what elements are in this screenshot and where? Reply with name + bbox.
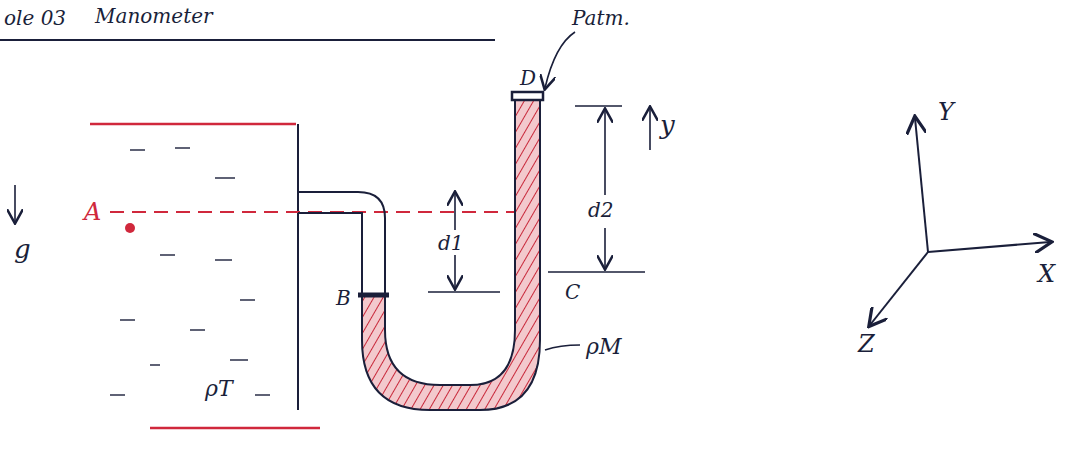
tank: [90, 124, 320, 428]
point-label: A: [84, 200, 101, 224]
heading-text: ole 03: [4, 8, 66, 28]
dimension-label: d1: [438, 233, 464, 253]
dimension-label: d2: [588, 200, 614, 220]
density-label: ρT: [205, 378, 233, 400]
pressure-label: Patm.: [572, 8, 630, 28]
u-tube: [298, 92, 543, 410]
point-a-level: [110, 212, 520, 233]
point-label: D: [520, 68, 536, 88]
axis-label: Y: [938, 100, 954, 124]
axis-label: Z: [858, 332, 875, 356]
density-label: ρM: [586, 336, 621, 358]
axes: [870, 118, 1050, 325]
point-label: B: [336, 288, 351, 308]
heading-underline: [0, 40, 495, 41]
dimension-lines: [15, 32, 650, 350]
manometer-fluid: [362, 100, 540, 410]
axis-label: y: [660, 112, 675, 138]
heading-text: Manometer: [95, 6, 213, 26]
point-label: C: [565, 282, 580, 302]
axis-label: X: [1038, 262, 1055, 286]
gravity-label: g: [14, 236, 31, 262]
